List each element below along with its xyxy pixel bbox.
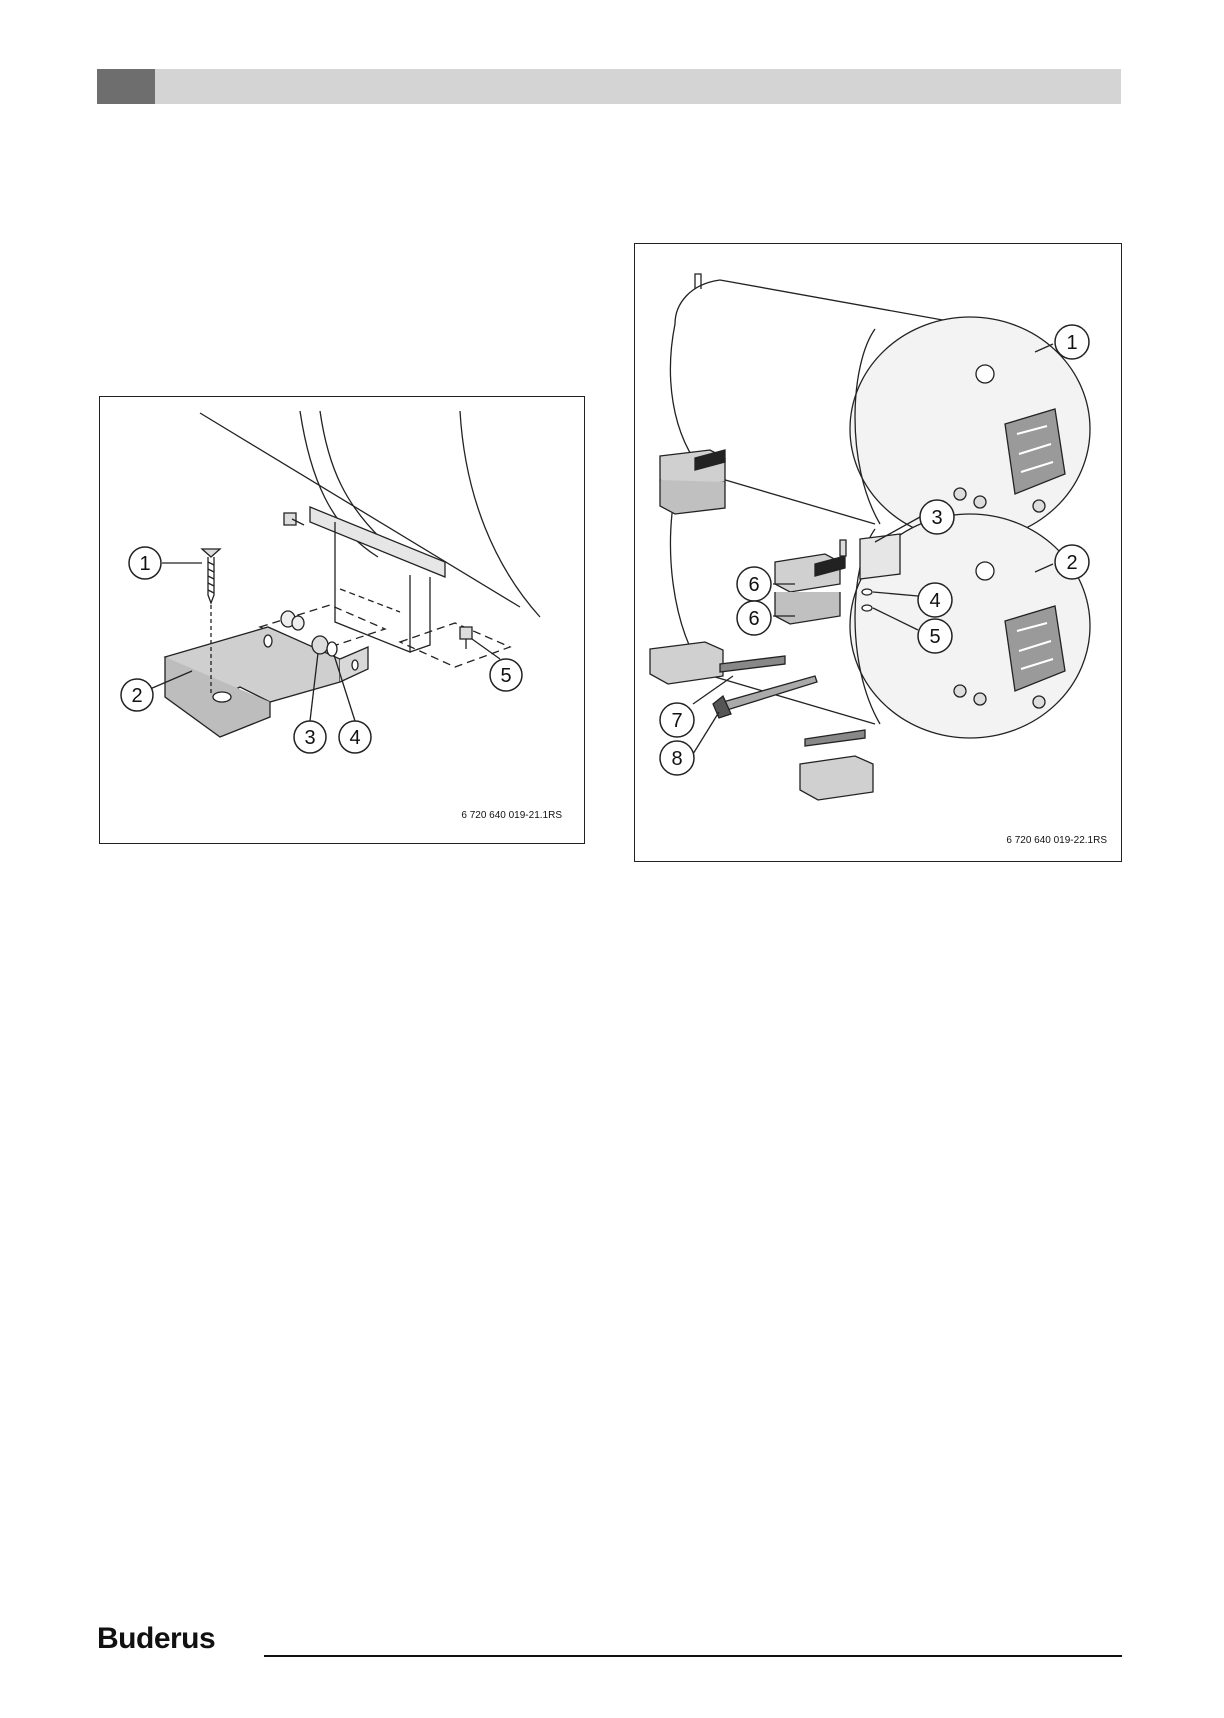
callout-label: 3: [931, 507, 942, 529]
callout-8: 8: [659, 740, 695, 776]
figure-code: 6 720 640 019-22.1RS: [1006, 835, 1107, 846]
callout-label: 6: [748, 574, 759, 596]
stacked-tanks-illustration: 1 2 3 4 5 6 6: [649, 273, 1091, 801]
callout-4: 4: [917, 582, 953, 618]
footer-rule: [264, 1655, 1122, 1657]
callout-1: 1: [128, 546, 162, 580]
callout-label: 4: [349, 727, 360, 749]
callout-2: 2: [1054, 544, 1090, 580]
figure-stacked-tanks: 1 2 3 4 5 6 6: [634, 243, 1122, 862]
callout-1: 1: [1054, 324, 1090, 360]
callout-label: 4: [929, 590, 940, 612]
callout-label: 1: [1066, 332, 1077, 354]
callout-5: 5: [489, 658, 523, 692]
callout-7: 7: [659, 702, 695, 738]
callout-label: 3: [304, 727, 315, 749]
callout-6b: 6: [736, 600, 772, 636]
callout-label: 8: [671, 748, 682, 770]
callout-5: 5: [917, 618, 953, 654]
figure-code: 6 720 640 019-21.1RS: [461, 810, 562, 821]
brand-logo: Buderus: [97, 1622, 216, 1655]
callout-label: 5: [929, 626, 940, 648]
header-chapter-tab: [97, 69, 155, 104]
figure-bracket-detail: 1 2 3 4 5 6 720 640 019-21.1RS: [99, 396, 585, 844]
callout-label: 1: [139, 553, 150, 575]
header-bar: [97, 69, 1121, 104]
callout-label: 6: [748, 608, 759, 630]
callout-3: 3: [919, 499, 955, 535]
bracket-illustration: 1 2 3 4 5: [120, 410, 541, 754]
callout-4: 4: [338, 720, 372, 754]
callout-6a: 6: [736, 566, 772, 602]
callout-group: 1 2 3 4 5: [120, 546, 523, 754]
callout-label: 2: [131, 685, 142, 707]
callout-label: 2: [1066, 552, 1077, 574]
callout-label: 7: [671, 710, 682, 732]
callout-group: 1 2 3 4 5 6 6: [659, 324, 1090, 776]
callout-label: 5: [500, 665, 511, 687]
callout-3: 3: [293, 720, 327, 754]
callout-2: 2: [120, 678, 154, 712]
